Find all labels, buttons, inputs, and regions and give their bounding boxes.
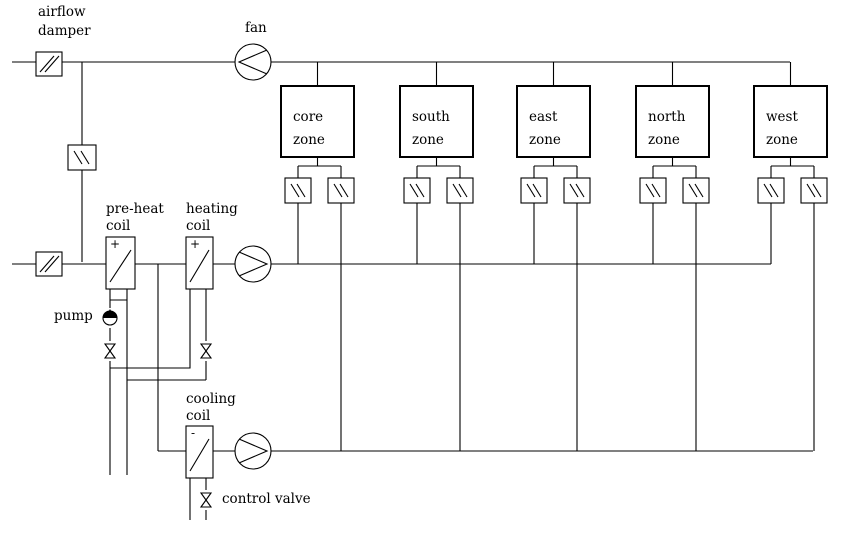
zone-label-line2: zone <box>648 132 680 148</box>
cooling-coil: - <box>185 425 214 479</box>
zone-box <box>635 85 710 158</box>
return-fan-icon <box>234 43 272 81</box>
zone-north: north zone <box>635 62 710 451</box>
zone-core: core zone <box>280 62 355 451</box>
zone-west: west zone <box>753 62 828 451</box>
zone-box <box>399 85 474 158</box>
zone-label-line1: north <box>648 109 686 125</box>
control-valve-icon <box>199 492 213 508</box>
preheat-label-line2: coil <box>106 218 130 234</box>
cooling-piping <box>189 478 207 520</box>
zone-south: south zone <box>399 62 474 451</box>
zone-label-line1: east <box>529 109 558 125</box>
cooling-label-line1: cooling <box>186 391 236 407</box>
zone-label-line2: zone <box>766 132 798 148</box>
zone-east: east zone <box>516 62 591 451</box>
cooling-minus-sign: - <box>191 426 195 440</box>
vav-box-cooling <box>800 177 828 204</box>
fan-label: fan <box>245 20 267 36</box>
airflow-damper-label-line1: airflow <box>38 4 86 20</box>
pump-icon <box>102 309 118 326</box>
heating-label-line1: heating <box>186 201 238 217</box>
preheat-piping <box>109 289 128 475</box>
vav-box-heating <box>757 177 785 204</box>
vav-box-cooling <box>446 177 474 204</box>
heating-piping <box>127 289 207 381</box>
vav-box-heating <box>520 177 548 204</box>
vav-box-cooling <box>563 177 591 204</box>
preheat-return-pipe <box>110 289 191 369</box>
preheat-plus-sign: + <box>110 237 120 251</box>
heating-plus-sign: + <box>190 237 200 251</box>
zone-label-line2: zone <box>412 132 444 148</box>
preheat-label-line1: pre-heat <box>106 201 164 217</box>
cooling-label-line2: coil <box>186 408 210 424</box>
cooling-duct <box>157 264 813 452</box>
control-valve-label: control valve <box>222 491 311 507</box>
pump-label: pump <box>54 308 93 324</box>
vav-box-cooling <box>327 177 355 204</box>
zones-group: core zone south zone east zone north zone west zo… <box>280 62 828 451</box>
zone-box <box>753 85 828 158</box>
vav-box-heating <box>403 177 431 204</box>
recirculation-branch <box>67 62 97 262</box>
airflow-damper-label-line2: damper <box>38 23 91 39</box>
return-damper <box>35 51 63 77</box>
cooling-supply-fan-icon <box>234 432 272 470</box>
vav-box-heating <box>639 177 667 204</box>
heating-valve-icon <box>199 343 213 359</box>
heating-supply-fan-icon <box>234 245 272 283</box>
preheat-coil: + <box>105 236 136 290</box>
vav-box-heating <box>284 177 312 204</box>
vav-box-cooling <box>682 177 710 204</box>
zone-label-line1: west <box>766 109 798 125</box>
heating-coil: + <box>185 236 214 290</box>
zone-label-line2: zone <box>293 132 325 148</box>
outdoor-air-damper <box>35 251 63 277</box>
zone-label-line1: south <box>412 109 450 125</box>
zone-label-line2: zone <box>529 132 561 148</box>
preheat-valve-icon <box>103 343 117 359</box>
zone-label-line1: core <box>293 109 323 125</box>
heating-label-line2: coil <box>186 218 210 234</box>
